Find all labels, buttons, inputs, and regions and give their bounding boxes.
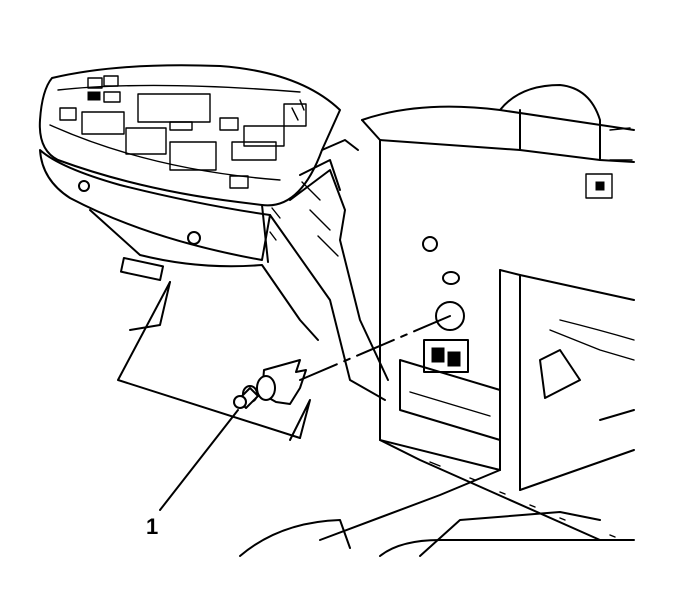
floor-outline [239, 511, 601, 557]
panel-features [399, 236, 501, 441]
console-side-panel [319, 84, 635, 541]
push-pin-fastener [233, 359, 307, 409]
switch-bezel [423, 339, 469, 373]
instrument-panel-bezel [38, 64, 341, 261]
callout-1-label: 1 [146, 514, 158, 539]
alignment-line [299, 315, 451, 381]
lower-trim-panel [117, 281, 311, 441]
center-stack-housing [89, 139, 389, 401]
callout-leader [159, 409, 239, 511]
control-buttons [59, 75, 307, 189]
